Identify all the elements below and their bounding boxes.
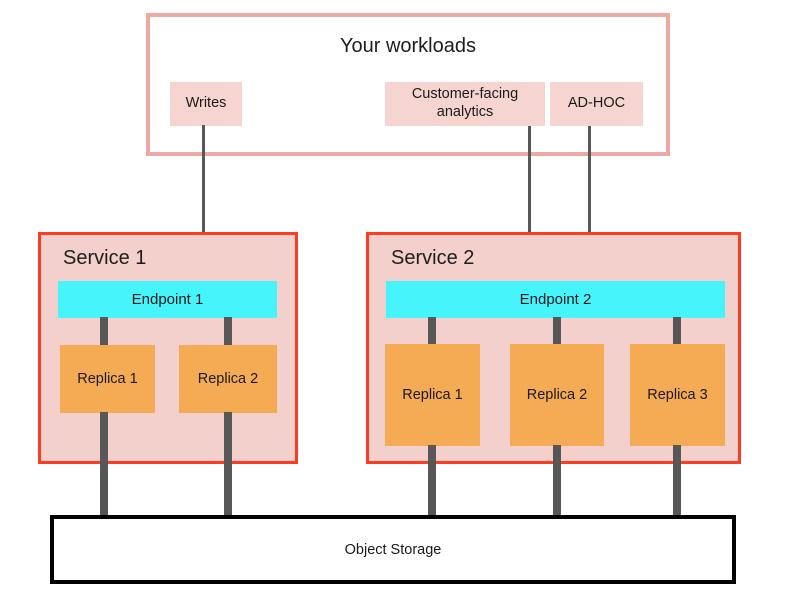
service-1-replica-1[interactable]: Replica 1 (60, 345, 155, 413)
service-2-replica-1[interactable]: Replica 1 (385, 344, 480, 446)
workloads-title: Your workloads (339, 34, 476, 57)
service-2-replica-3[interactable]: Replica 3 (630, 344, 725, 446)
arrow-shaft (528, 126, 531, 264)
connector-s2-replica1-storage (428, 445, 436, 518)
object-storage-box[interactable]: Object Storage (50, 515, 736, 584)
connector-endpoint2-replica3 (673, 317, 681, 345)
workload-chip-customer-facing-analytics[interactable]: Customer-facing analytics (385, 82, 545, 126)
service-1-replica-2[interactable]: Replica 2 (179, 345, 277, 413)
endpoint-2[interactable]: Endpoint 2 (386, 281, 725, 318)
connector-s2-replica2-storage (553, 445, 561, 518)
connector-endpoint2-replica1 (428, 317, 436, 345)
connector-endpoint1-replica1 (100, 317, 108, 346)
connector-s1-replica2-storage (224, 412, 232, 518)
workload-chip-ad-hoc[interactable]: AD-HOC (550, 82, 643, 126)
service-2-replica-2[interactable]: Replica 2 (510, 344, 604, 446)
connector-s1-replica1-storage (100, 412, 108, 518)
arrow-shaft (202, 125, 205, 264)
endpoint-1[interactable]: Endpoint 1 (58, 281, 277, 318)
service-2-label: Service 2 (391, 247, 475, 269)
connector-endpoint2-replica2 (553, 317, 561, 345)
workload-chip-writes[interactable]: Writes (170, 82, 242, 126)
service-1-label: Service 1 (63, 247, 147, 269)
connector-s2-replica3-storage (673, 445, 681, 518)
arrow-shaft (588, 126, 591, 264)
connector-endpoint1-replica2 (224, 317, 232, 346)
